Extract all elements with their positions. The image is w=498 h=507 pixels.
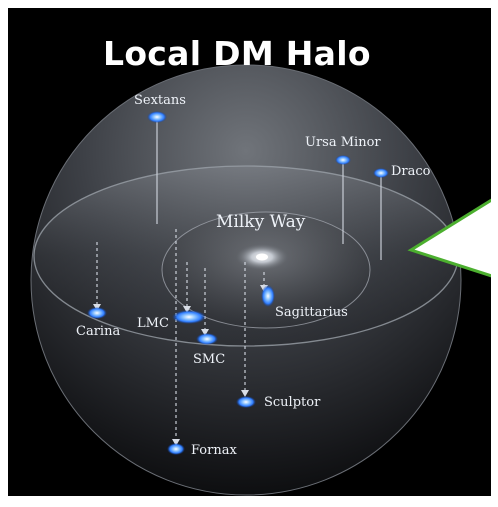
milky-way-core: [256, 253, 268, 261]
sagittarius-label: Sagittarius: [275, 305, 348, 320]
milky-way-disc: [161, 211, 371, 329]
callout-pointer: [407, 194, 498, 280]
fornax-arrowhead: [172, 439, 180, 446]
sculptor-galaxy: [236, 396, 256, 408]
right-frame-edge: [491, 8, 498, 502]
ursa-minor-label: Ursa Minor: [305, 135, 381, 150]
lmc-galaxy: [172, 310, 206, 324]
sextans-label: Sextans: [134, 93, 186, 108]
fornax-galaxy: [167, 443, 185, 455]
lmc-arrowhead: [183, 306, 191, 313]
sextans-galaxy: [147, 111, 167, 123]
sagittarius-galaxy: [261, 285, 275, 307]
smc-label: SMC: [193, 352, 226, 367]
sculptor-label: Sculptor: [264, 395, 321, 410]
fornax-label: Fornax: [191, 443, 237, 458]
carina-label: Carina: [76, 324, 121, 339]
smc-galaxy: [196, 333, 218, 345]
sculptor-arrowhead: [241, 390, 249, 397]
diagram-title: Local DM Halo: [103, 34, 371, 73]
lmc-label: LMC: [137, 316, 169, 331]
carina-galaxy: [87, 307, 107, 319]
smc-arrowhead: [201, 329, 209, 336]
dashed-arrows: [96, 229, 265, 441]
draco-galaxy: [373, 168, 389, 178]
draco-label: Draco: [391, 164, 431, 179]
ursa-minor-galaxy: [335, 155, 351, 165]
milky-way-label: Milky Way: [216, 212, 306, 232]
